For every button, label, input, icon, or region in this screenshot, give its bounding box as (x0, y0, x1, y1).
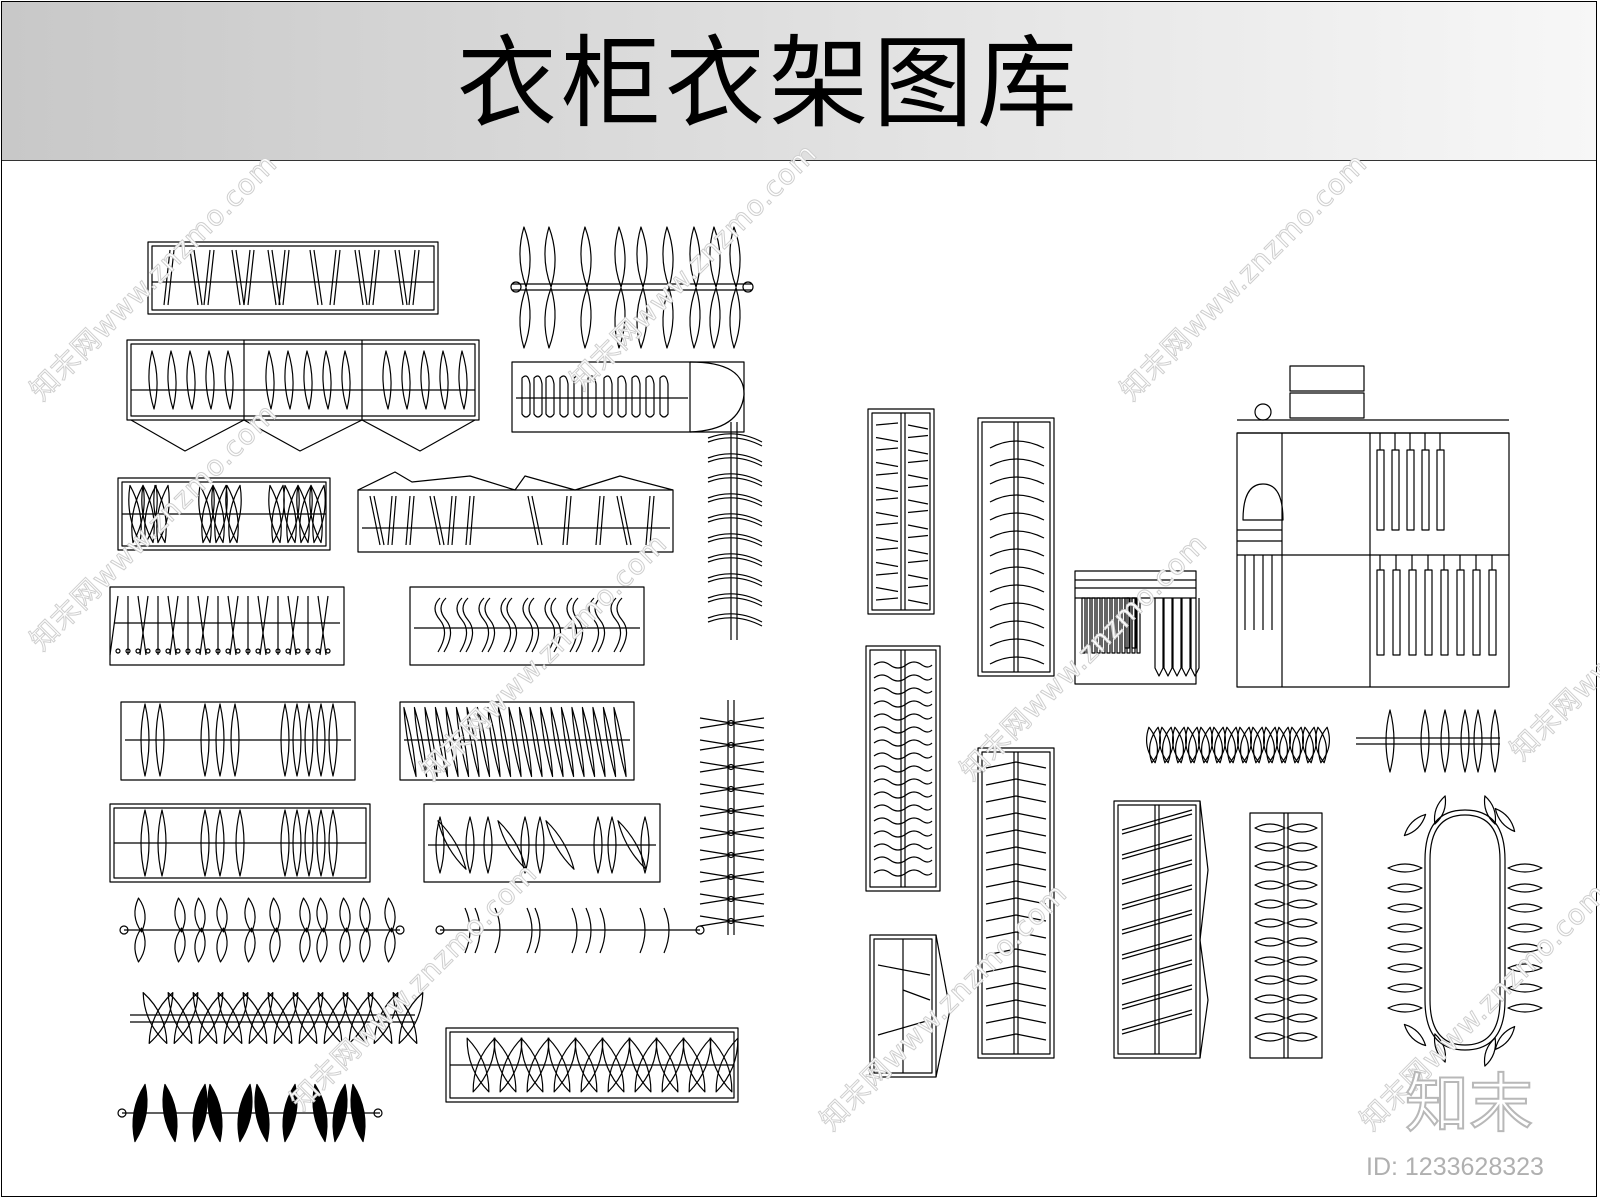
watermark-logo: 知末 (1404, 1068, 1534, 1142)
wardrobe-elevation-wavy (865, 645, 941, 892)
wardrobe-elevation-arcs (977, 417, 1055, 677)
hanger-rail-solid (117, 1083, 383, 1143)
wardrobe-plan-needles (399, 701, 635, 781)
image-id-label: ID: 1233628323 (1366, 1153, 1544, 1181)
wardrobe-elevation-long-slashes (1113, 800, 1209, 1059)
wardrobe-elevation-zigzag-tall (977, 747, 1055, 1059)
wardrobe-elevation-closet (1236, 365, 1510, 688)
hanger-rack-oval (1387, 795, 1543, 1067)
hanger-row-leafs (1146, 726, 1330, 764)
wardrobe-plan-s-hangers (409, 586, 645, 666)
hanger-rail-vertical-triangles (699, 700, 765, 935)
hanger-rail-right (1356, 709, 1500, 773)
wardrobe-elevation-leaf-spine (1249, 812, 1323, 1059)
wardrobe-plan-pitched (357, 471, 674, 553)
wardrobe-plan-thin-slashes (109, 586, 345, 666)
wardrobe-elevation-slashes (867, 408, 935, 615)
hanger-rail-curved (435, 907, 705, 954)
wardrobe-plan-zigzag-leaf (445, 1027, 739, 1103)
wardrobe-plan-double-leaf-a (120, 701, 356, 781)
wardrobe-plan-leafs (117, 477, 331, 551)
title-bar: 衣柜衣架图库 (2, 2, 1596, 161)
wardrobe-section-hanging-ties (1074, 570, 1200, 685)
hanger-rail-vertical-arcs (707, 422, 763, 640)
page-title: 衣柜衣架图库 (457, 25, 1081, 142)
wardrobe-plan-corner (511, 361, 745, 433)
wardrobe-plan-mixed (423, 803, 661, 883)
hanger-rail-top (510, 226, 754, 349)
hanger-rail-zigzag-leaf (130, 992, 424, 1044)
hanger-rail-double-leaf (119, 897, 405, 963)
wardrobe-plan-triple (126, 339, 480, 452)
wardrobe-plan-double-leaf-b (109, 803, 371, 883)
wardrobe-plan-slanted (147, 241, 439, 315)
wardrobe-elevation-small (869, 934, 951, 1078)
